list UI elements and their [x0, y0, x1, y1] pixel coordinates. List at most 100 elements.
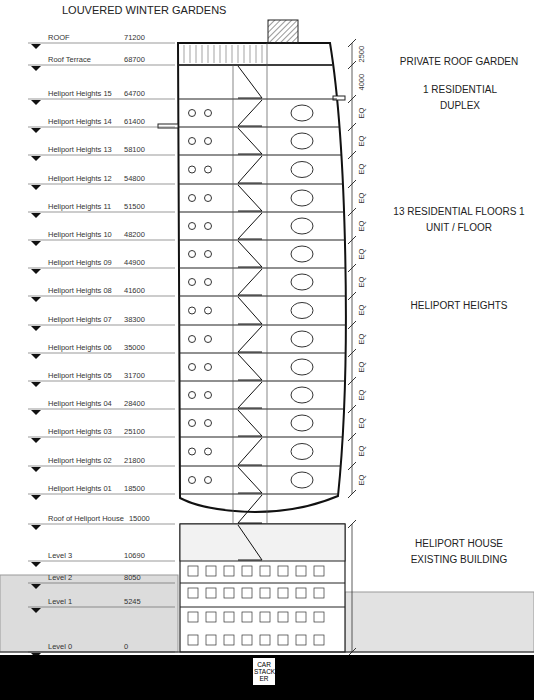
dimension-label: EQ: [358, 193, 366, 204]
dimension-tick: [348, 208, 356, 216]
elevation-value: 54800: [124, 175, 145, 183]
porthole-window: [205, 195, 212, 202]
level-line: [28, 524, 175, 525]
porthole-window: [189, 195, 196, 202]
pod-window: [291, 359, 313, 375]
elevation-value: 18500: [124, 485, 145, 493]
elevation-value: 58100: [124, 146, 145, 154]
louvre: [196, 45, 197, 63]
level-name: Heliport Heights 10: [48, 231, 112, 239]
dimension-label: 4000: [358, 74, 366, 91]
annotation-label: LOUVERED WINTER GARDENS: [62, 4, 262, 17]
level-marker: [31, 354, 41, 359]
stair-core-top: [268, 20, 298, 43]
porthole-window: [205, 392, 212, 399]
elevation-value: 35000: [124, 344, 145, 352]
level-name: Heliport Heights 02: [48, 457, 112, 465]
porthole-window: [205, 138, 212, 145]
dimension-tick: [348, 151, 356, 159]
level-line: [28, 381, 175, 382]
level-name: Heliport Heights 04: [48, 400, 112, 408]
porthole-window: [205, 477, 212, 484]
floor-slab: [170, 465, 360, 466]
dimension-label: EQ: [358, 136, 366, 147]
porthole-window: [205, 364, 212, 371]
pod-window: [291, 331, 313, 347]
floor-slab: [170, 408, 360, 409]
pod-window: [291, 218, 313, 234]
dimension-label: EQ: [358, 108, 366, 119]
annotation-label: 1 RESIDENTIAL DUPLEX: [410, 82, 510, 114]
level-name: Level 3: [48, 552, 72, 560]
dimension-tick: [348, 433, 356, 441]
existing-window: [242, 588, 252, 598]
porthole-window: [189, 307, 196, 314]
elevation-value: 38300: [124, 316, 145, 324]
louvre: [238, 45, 239, 63]
existing-window: [296, 566, 306, 576]
level-marker: [31, 584, 41, 589]
existing-window: [242, 612, 252, 622]
elevation-value: 28400: [124, 400, 145, 408]
existing-window: [314, 635, 324, 645]
pod-window: [291, 472, 313, 488]
floor-slab: [170, 239, 360, 240]
elevation-value: 0: [124, 643, 128, 651]
existing-window: [188, 588, 198, 598]
level-line: [28, 325, 175, 326]
level-line: [28, 99, 175, 100]
elevation-value: 51500: [124, 203, 145, 211]
level-line: [28, 561, 175, 562]
elevation-value: 5245: [124, 598, 141, 606]
porthole-window: [205, 223, 212, 230]
dimension-tick: [348, 321, 356, 329]
existing-window: [260, 588, 270, 598]
level-name: Heliport Heights 07: [48, 316, 112, 324]
balcony: [158, 124, 178, 128]
stair-flight: [238, 100, 262, 126]
porthole-window: [205, 166, 212, 173]
stair-flight: [238, 326, 262, 352]
pod-window: [291, 190, 313, 206]
existing-window: [224, 566, 234, 576]
stair-flight: [238, 495, 262, 523]
dimension-tick: [348, 236, 356, 244]
floor-slab: [170, 493, 360, 494]
floor-slab: [170, 324, 360, 325]
level-marker: [31, 185, 41, 190]
floor-slab: [170, 380, 360, 381]
elevation-value: 64700: [124, 90, 145, 98]
level-name: Level 1: [48, 598, 72, 606]
level-marker: [31, 269, 41, 274]
dimension-label: EQ: [358, 334, 366, 345]
existing-window: [278, 566, 288, 576]
pod-window: [291, 303, 313, 319]
existing-window: [242, 635, 252, 645]
elevation-value: 61400: [124, 118, 145, 126]
level-marker: [31, 382, 41, 387]
dimension-tick: [348, 405, 356, 413]
existing-window: [278, 635, 288, 645]
level-line: [28, 437, 175, 438]
dimension-tick: [348, 377, 356, 385]
existing-window: [314, 566, 324, 576]
annotation-label: HELIPORT HEIGHTS: [388, 298, 530, 314]
floor-slab: [170, 183, 360, 184]
basement-band: [0, 655, 534, 700]
porthole-window: [189, 448, 196, 455]
elevation-value: 21800: [124, 457, 145, 465]
existing-window: [242, 566, 252, 576]
elevation-value: 8050: [124, 574, 141, 582]
stair-flight: [238, 438, 262, 465]
annotation-label: 13 RESIDENTIAL FLOORS 1 UNIT / FLOOR: [388, 204, 530, 236]
porthole-window: [189, 364, 196, 371]
dimension-label: EQ: [358, 305, 366, 316]
level-name: Level 0: [48, 643, 72, 651]
level-line: [28, 353, 175, 354]
level-line: [28, 409, 175, 410]
dimension-label: EQ: [358, 390, 366, 401]
level-name: Heliport Heights 03: [48, 428, 112, 436]
level-marker: [31, 562, 41, 567]
stair-flight: [238, 241, 262, 267]
louvre: [256, 45, 257, 63]
